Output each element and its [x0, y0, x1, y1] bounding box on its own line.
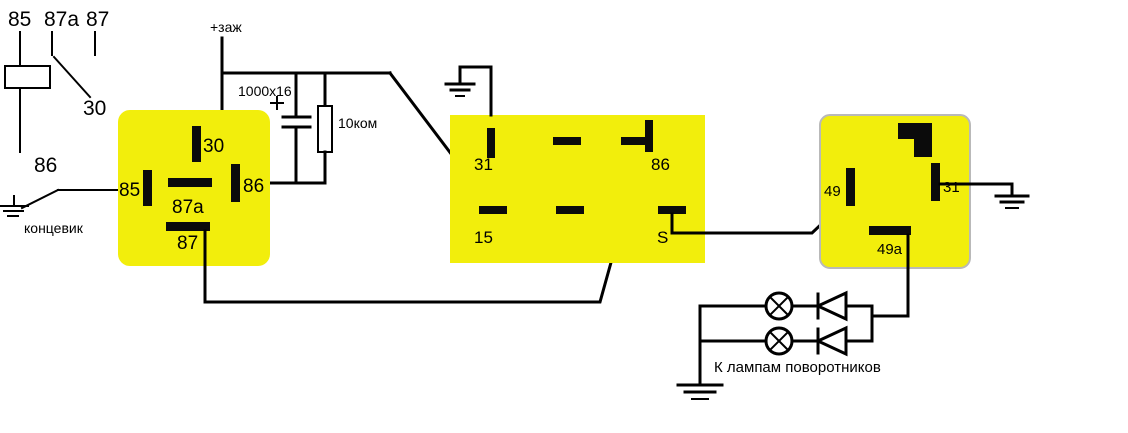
relay1-pin30-bar — [192, 126, 201, 162]
relay3-pin49-bar — [846, 168, 855, 206]
ground-icon-relay2 — [444, 65, 493, 117]
relay1-pin87a-label: 87a — [172, 197, 204, 218]
relay3-block: 49 31 49a — [819, 114, 971, 269]
relay3-body — [819, 114, 971, 269]
lamp-circuit: К лампам поворотников — [676, 290, 881, 400]
relay3-top-pin-shape — [898, 123, 932, 157]
mini-pin87a-label: 87a — [44, 8, 79, 31]
relay2-pin15-label: 15 — [474, 228, 493, 247]
relay2-top-dash-2 — [621, 137, 649, 145]
ground-icon-lamps — [676, 383, 724, 400]
relay2-block: 31 86 15 S — [450, 115, 705, 263]
relay2-pinS-label: S — [657, 228, 668, 247]
relay2-pin86-bar — [645, 120, 653, 152]
lamp-icon-1 — [764, 291, 794, 321]
lamp2-cross — [768, 330, 790, 352]
relay3-pin49-label: 49 — [824, 183, 841, 200]
capacitor-symbol — [270, 71, 312, 185]
relay1-pin85-bar — [143, 170, 152, 206]
relay2-pin31-bar — [487, 128, 495, 158]
relay2-pin31-label: 31 — [474, 155, 493, 174]
wire-relay3-pin31-to-ground — [938, 182, 1014, 198]
mini-pin87-label: 87 — [86, 8, 109, 31]
wire-pin49a-to-lamps — [870, 233, 910, 318]
relay1-pin87-bar — [166, 222, 210, 231]
lamps-caption: К лампам поворотников — [714, 359, 881, 376]
mini-switch-blade-30 — [52, 55, 92, 99]
mini-pin86-label: 86 — [34, 154, 57, 177]
diode1-triangle — [814, 290, 848, 322]
wire-relay2-pin31-to-ground — [458, 65, 493, 117]
mini-relay-schematic: 85 87a 87 30 86 концевик — [0, 8, 144, 236]
diode-icon-1 — [814, 290, 848, 322]
mini-pin85-label: 85 — [8, 8, 31, 31]
relay1-pin86-bar — [231, 164, 240, 202]
relay1-pin86-label: 86 — [243, 176, 264, 197]
ground-icon-relay3 — [938, 182, 1030, 209]
resistor-body — [317, 105, 333, 153]
relay-coil-symbol — [4, 65, 51, 89]
mini-pin30-label: 30 — [83, 97, 106, 120]
relay1-pin87-label: 87 — [177, 233, 198, 254]
relay1-pin85-label: 85 — [119, 180, 140, 201]
diode-icon-2 — [814, 325, 848, 357]
resistor-label: 10ком — [338, 115, 377, 131]
relay1-pin30-label: 30 — [203, 136, 224, 157]
relay2-pinS-dash — [658, 206, 686, 214]
relay3-pin49a-label: 49a — [877, 241, 903, 258]
relay3-pin31-label: 31 — [943, 179, 960, 196]
relay1-body — [118, 110, 270, 266]
relay2-bottom-dash — [556, 206, 584, 214]
resistor-symbol — [317, 71, 333, 185]
relay2-top-dash-1 — [553, 137, 581, 145]
relay1-pin87a-bar — [168, 178, 212, 187]
diode2-triangle — [814, 325, 848, 357]
ground-icon-left — [0, 195, 29, 217]
relay3-pin31-bar — [931, 163, 940, 201]
lamp1-cross — [768, 295, 790, 317]
relay2-pin86-label: 86 — [651, 155, 670, 174]
relay1-block: 30 85 86 87a 87 — [118, 110, 270, 266]
lamp-icon-2 — [764, 326, 794, 356]
relay2-pin15-dash — [479, 206, 507, 214]
relay3-pin49a-bar — [869, 226, 911, 235]
capacitor-label: 1000x16 — [238, 83, 292, 99]
limit-switch-label: концевик — [24, 220, 84, 236]
ignition-label: +заж — [210, 19, 242, 35]
